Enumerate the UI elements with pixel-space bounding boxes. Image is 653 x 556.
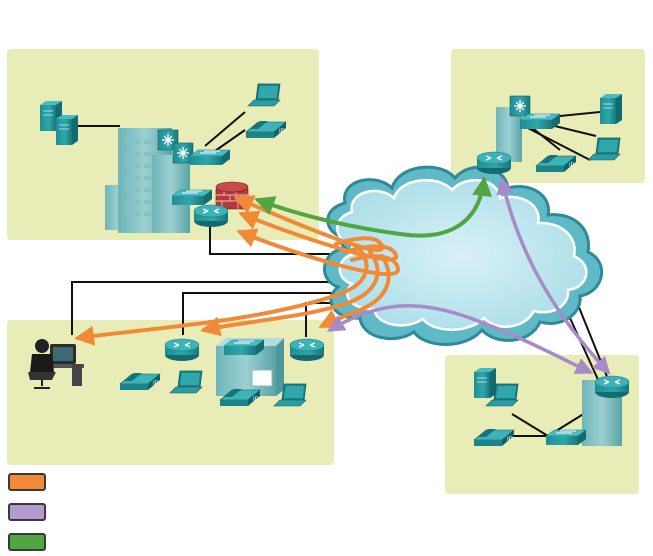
hq-building: [105, 128, 190, 233]
firewall-icon: [215, 181, 249, 210]
server-icon: [55, 114, 79, 146]
server-icon: [473, 367, 497, 399]
switch-icon: [171, 189, 213, 206]
teleworker-icon: [28, 339, 84, 389]
legend-swatch-purple: [8, 503, 46, 521]
router-icon: [164, 338, 200, 362]
ip-phone-label: IP: [279, 129, 285, 135]
legend-swatch-green: [8, 533, 46, 551]
switch-icon: [509, 95, 531, 117]
ip-phone-label: IP: [569, 163, 575, 169]
ip-phone-label: IP: [507, 437, 513, 443]
ip-phone-label: IP: [253, 397, 259, 403]
switch-icon: [545, 429, 587, 446]
router-icon: [594, 375, 630, 399]
switch-icon: [189, 149, 231, 166]
ip-phone-label: IP: [153, 381, 159, 387]
switch-icon: [519, 113, 561, 130]
router-icon: [289, 338, 325, 362]
flow-purple: [326, 176, 611, 375]
switch-icon: [223, 339, 265, 356]
router-icon: [193, 204, 229, 228]
flow-green: [254, 176, 493, 238]
server-icon: [599, 93, 623, 125]
legend-swatch-orange: [8, 473, 46, 491]
router-icon: [476, 151, 512, 175]
